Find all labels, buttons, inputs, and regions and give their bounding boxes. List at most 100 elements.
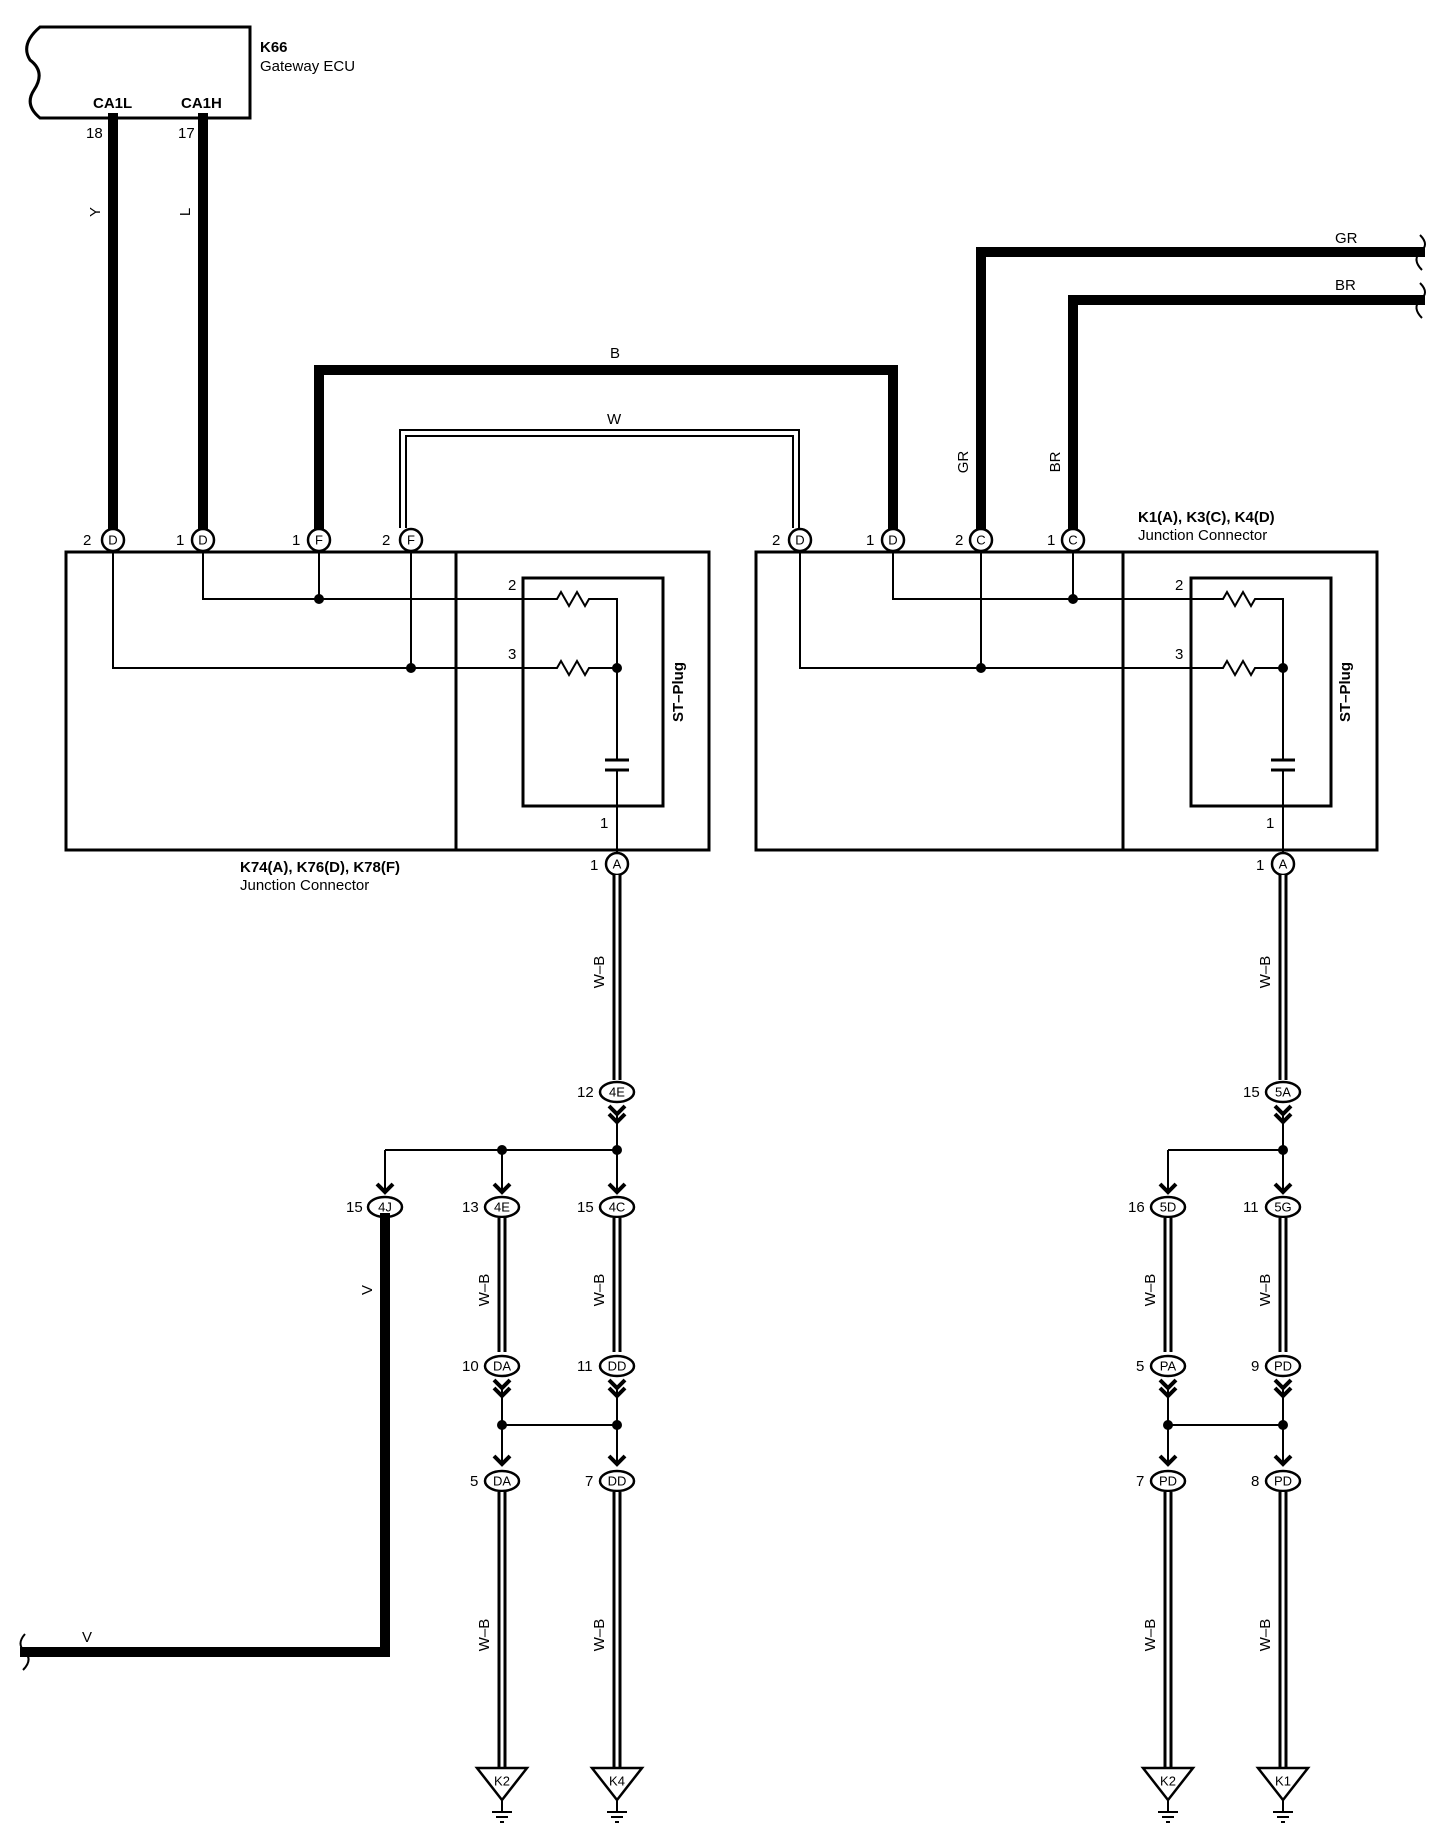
svg-text:4J: 4J	[378, 1200, 392, 1215]
svg-text:3: 3	[508, 646, 516, 663]
svg-text:1: 1	[590, 857, 598, 874]
svg-text:V: V	[359, 1285, 376, 1295]
connector-dd-lower	[598, 1469, 636, 1493]
ecu-pin-left-label: CA1L	[93, 95, 132, 112]
wire-gr	[976, 247, 1425, 533]
wire-w-label: W	[607, 411, 622, 428]
svg-text:12: 12	[577, 1084, 594, 1101]
svg-text:15: 15	[577, 1199, 594, 1216]
svg-text:K2: K2	[494, 1774, 510, 1789]
svg-text:4E: 4E	[609, 1085, 625, 1100]
ground-k2-right: K2	[1140, 1766, 1196, 1823]
svg-text:1: 1	[1256, 857, 1264, 874]
svg-text:11: 11	[1243, 1199, 1259, 1216]
svg-text:2: 2	[83, 532, 91, 549]
svg-text:F: F	[407, 533, 415, 548]
svg-text:9: 9	[1251, 1358, 1259, 1375]
svg-text:4C: 4C	[609, 1200, 626, 1215]
svg-text:K1: K1	[1275, 1774, 1291, 1789]
ecu-id: K66	[260, 39, 288, 56]
svg-text:2: 2	[772, 532, 780, 549]
wire-b-label: B	[610, 345, 620, 362]
jc-left-pin-1: 2 D	[83, 527, 126, 553]
wire-v	[20, 1213, 390, 1657]
svg-text:K4: K4	[609, 1774, 625, 1789]
connector-4e-top	[598, 1080, 636, 1104]
svg-text:8: 8	[1251, 1473, 1259, 1490]
svg-text:K2: K2	[1160, 1774, 1176, 1789]
svg-text:10: 10	[462, 1358, 479, 1375]
svg-text:A: A	[1279, 857, 1288, 872]
svg-text:PA: PA	[1160, 1359, 1177, 1374]
jc-left-pin-2: 1 D	[176, 527, 216, 553]
jc-right-plug-label: ST–Plug	[1337, 662, 1354, 722]
connector-da-upper	[483, 1354, 521, 1378]
junction-connector-left: 2 D 1 D 1 F 2 F	[64, 527, 711, 894]
svg-text:W–B: W–B	[591, 1619, 608, 1652]
connector-dd-upper	[598, 1354, 636, 1378]
connector-pd-lower-left	[1149, 1469, 1187, 1493]
svg-text:13: 13	[462, 1199, 479, 1216]
jc-left-plug-label: ST–Plug	[670, 662, 687, 722]
svg-text:V: V	[82, 1629, 92, 1646]
svg-text:1: 1	[176, 532, 184, 549]
jc-right-pin-3: 2 C	[955, 527, 994, 553]
wire-b	[314, 365, 898, 533]
connector-5d	[1149, 1195, 1187, 1219]
svg-text:W–B: W–B	[591, 1274, 608, 1307]
ground-k4: K4	[589, 1766, 645, 1823]
svg-text:PD: PD	[1274, 1359, 1292, 1374]
junction-connector-right: 2 D 1 D 2 C 1 C 2	[754, 509, 1379, 877]
connector-4e	[483, 1195, 521, 1219]
svg-text:7: 7	[1136, 1473, 1144, 1490]
svg-text:W–B: W–B	[1142, 1619, 1159, 1652]
ground-k1: K1	[1255, 1766, 1311, 1823]
right-harness: W–B 15 5A 16 5D 11 5G W–B W–B 5 PA 9 PD	[1128, 875, 1311, 1823]
svg-text:PD: PD	[1274, 1474, 1292, 1489]
ground-k2-left: K2	[474, 1766, 530, 1823]
jc-right-title: K1(A), K3(C), K4(D)	[1138, 509, 1275, 526]
wire-l-label: L	[177, 208, 194, 216]
connector-5a	[1264, 1080, 1302, 1104]
svg-text:W–B: W–B	[591, 956, 608, 989]
connector-pd-upper	[1264, 1354, 1302, 1378]
jc-right-subtitle: Junction Connector	[1138, 527, 1267, 544]
svg-text:2: 2	[508, 577, 516, 594]
svg-text:C: C	[976, 533, 985, 548]
left-harness: W–B 12 4E 15 4J 13 4E 15 4C V V	[19, 875, 645, 1823]
svg-text:2: 2	[1175, 577, 1183, 594]
svg-text:D: D	[795, 533, 804, 548]
svg-text:W–B: W–B	[1142, 1274, 1159, 1307]
wire-br	[1068, 295, 1425, 533]
svg-text:W–B: W–B	[1257, 1619, 1274, 1652]
svg-text:2: 2	[955, 532, 963, 549]
svg-text:15: 15	[346, 1199, 363, 1216]
svg-text:DD: DD	[608, 1359, 627, 1374]
svg-text:7: 7	[585, 1473, 593, 1490]
svg-text:W–B: W–B	[1257, 1274, 1274, 1307]
svg-text:5: 5	[1136, 1358, 1144, 1375]
wire-gr-label: GR	[955, 451, 972, 474]
wire-y-label: Y	[87, 207, 104, 217]
connector-pd-lower-right	[1264, 1469, 1302, 1493]
svg-text:A: A	[613, 857, 622, 872]
svg-text:W–B: W–B	[476, 1274, 493, 1307]
jc-right-pin-2: 1 D	[866, 527, 906, 553]
svg-text:15: 15	[1243, 1084, 1260, 1101]
svg-text:D: D	[198, 533, 207, 548]
svg-text:5D: 5D	[1160, 1200, 1177, 1215]
svg-text:DA: DA	[493, 1474, 511, 1489]
svg-text:5: 5	[470, 1473, 478, 1490]
svg-text:5G: 5G	[1274, 1200, 1291, 1215]
jc-left-pin-3: 1 F	[292, 527, 332, 553]
jc-left-subtitle: Junction Connector	[240, 877, 369, 894]
svg-text:16: 16	[1128, 1199, 1145, 1216]
gateway-ecu: K66 Gateway ECU CA1L CA1H 18 17	[25, 25, 355, 142]
svg-text:2: 2	[382, 532, 390, 549]
connector-4c	[598, 1195, 636, 1219]
svg-text:1: 1	[1266, 815, 1274, 832]
svg-text:1: 1	[600, 815, 608, 832]
connector-5g	[1264, 1195, 1302, 1219]
svg-text:DD: DD	[608, 1474, 627, 1489]
